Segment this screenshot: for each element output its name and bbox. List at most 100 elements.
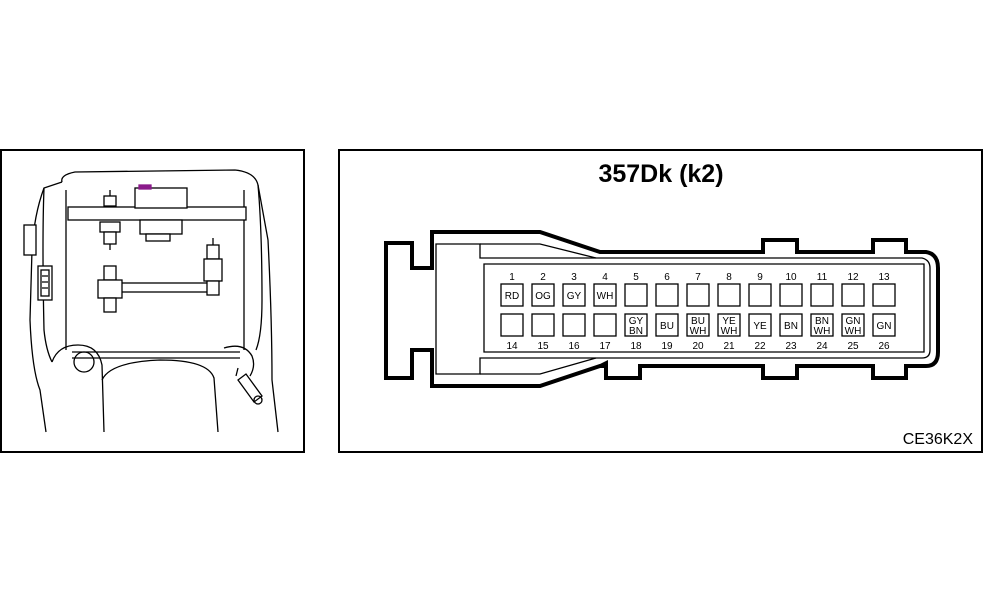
pin-cavity	[717, 313, 741, 337]
location-panel	[0, 149, 305, 453]
pin-cavity	[872, 313, 896, 337]
pin-12: 12	[841, 272, 865, 307]
pin-7: 7	[686, 272, 710, 307]
pin-13: 13	[872, 272, 896, 307]
pin-number: 4	[602, 272, 608, 283]
wire-color: BN	[784, 321, 798, 332]
pin-15: 15	[531, 313, 555, 352]
pin-number: 22	[754, 341, 766, 352]
pin-number: 16	[568, 341, 580, 352]
pin-cavity	[872, 283, 896, 307]
wire-color: GN	[877, 321, 892, 332]
connector-title: 357Dk (k2)	[598, 160, 723, 188]
pin-number: 10	[785, 272, 797, 283]
pin-10: 10	[779, 272, 803, 307]
pin-cavity	[531, 313, 555, 337]
pin-cavity	[593, 313, 617, 337]
highlight-connector	[138, 184, 152, 190]
pin-9: 9	[748, 272, 772, 307]
reference-code: CE36K2X	[903, 431, 974, 448]
connector-key	[600, 360, 608, 366]
wire-color: WH	[597, 291, 614, 302]
connector-inner-outline	[435, 243, 931, 375]
pin-number: 25	[847, 341, 859, 352]
pin-cavity	[655, 313, 679, 337]
wire-color-stripe: WH	[845, 326, 862, 337]
pin-number: 6	[664, 272, 670, 283]
wire-color: RD	[505, 291, 519, 302]
pin-cavity	[562, 313, 586, 337]
pin-number: 18	[630, 341, 642, 352]
pin-5: 5	[624, 272, 648, 307]
pin-22: 22 YE	[748, 313, 772, 352]
wire-color: GY	[567, 291, 582, 302]
pin-19: 19 BU	[655, 313, 679, 352]
wire-color: BU	[660, 321, 674, 332]
pin-number: 12	[847, 272, 859, 283]
pin-cavity	[810, 313, 834, 337]
wire-color-stripe: BN	[629, 326, 643, 337]
pin-14: 14	[500, 313, 524, 352]
connector-rail-bottom	[480, 357, 597, 375]
connector-rail-top	[480, 243, 597, 259]
pin-cavity	[686, 313, 710, 337]
pin-cavity	[686, 283, 710, 307]
pin-cavity	[500, 283, 524, 307]
pin-number: 5	[633, 272, 639, 283]
pin-number: 1	[509, 272, 515, 283]
pin-11: 11	[810, 272, 834, 307]
pin-number: 17	[599, 341, 611, 352]
pin-number: 11	[817, 272, 828, 283]
wire-color-stripe: WH	[721, 326, 738, 337]
pin-number: 19	[661, 341, 673, 352]
pin-cavity	[655, 283, 679, 307]
pin-number: 20	[692, 341, 704, 352]
connector-housing	[384, 230, 940, 388]
pin-number: 14	[506, 341, 518, 352]
pin-cavity	[531, 283, 555, 307]
pin-cavity	[717, 283, 741, 307]
pin-16: 16	[562, 313, 586, 352]
wire-color: BU	[691, 316, 705, 327]
wire-color: YE	[753, 321, 767, 332]
wire-color: OG	[535, 291, 551, 302]
pin-number: 2	[540, 272, 546, 283]
wire-color: YE	[722, 316, 736, 327]
wire-color-stripe: WH	[690, 326, 707, 337]
pin-cavity	[593, 283, 617, 307]
wire-color: GY	[629, 316, 644, 327]
pin-1: 1RD	[500, 272, 524, 307]
pin-cavity	[779, 283, 803, 307]
pin-cavity	[748, 313, 772, 337]
pin-cavity	[748, 283, 772, 307]
pin-cavity	[810, 283, 834, 307]
pin-cavity	[624, 313, 648, 337]
pin-number: 3	[571, 272, 577, 283]
pin-2: 2OG	[531, 272, 555, 307]
pin-cavity	[779, 313, 803, 337]
pin-number: 13	[878, 272, 890, 283]
pin-number: 9	[757, 272, 763, 283]
pin-6: 6	[655, 272, 679, 307]
wire-color: BN	[815, 316, 829, 327]
pin-cavity	[841, 283, 865, 307]
pin-cavity	[500, 313, 524, 337]
pin-26: 26 GN	[872, 313, 896, 352]
pin-4: 4WH	[593, 272, 617, 307]
console-illustration	[23, 169, 279, 433]
pin-cavity	[562, 283, 586, 307]
pin-17: 17	[593, 313, 617, 352]
pin-number: 26	[878, 341, 890, 352]
pin-number: 15	[537, 341, 549, 352]
pin-cavity	[624, 283, 648, 307]
pin-8: 8	[717, 272, 741, 307]
